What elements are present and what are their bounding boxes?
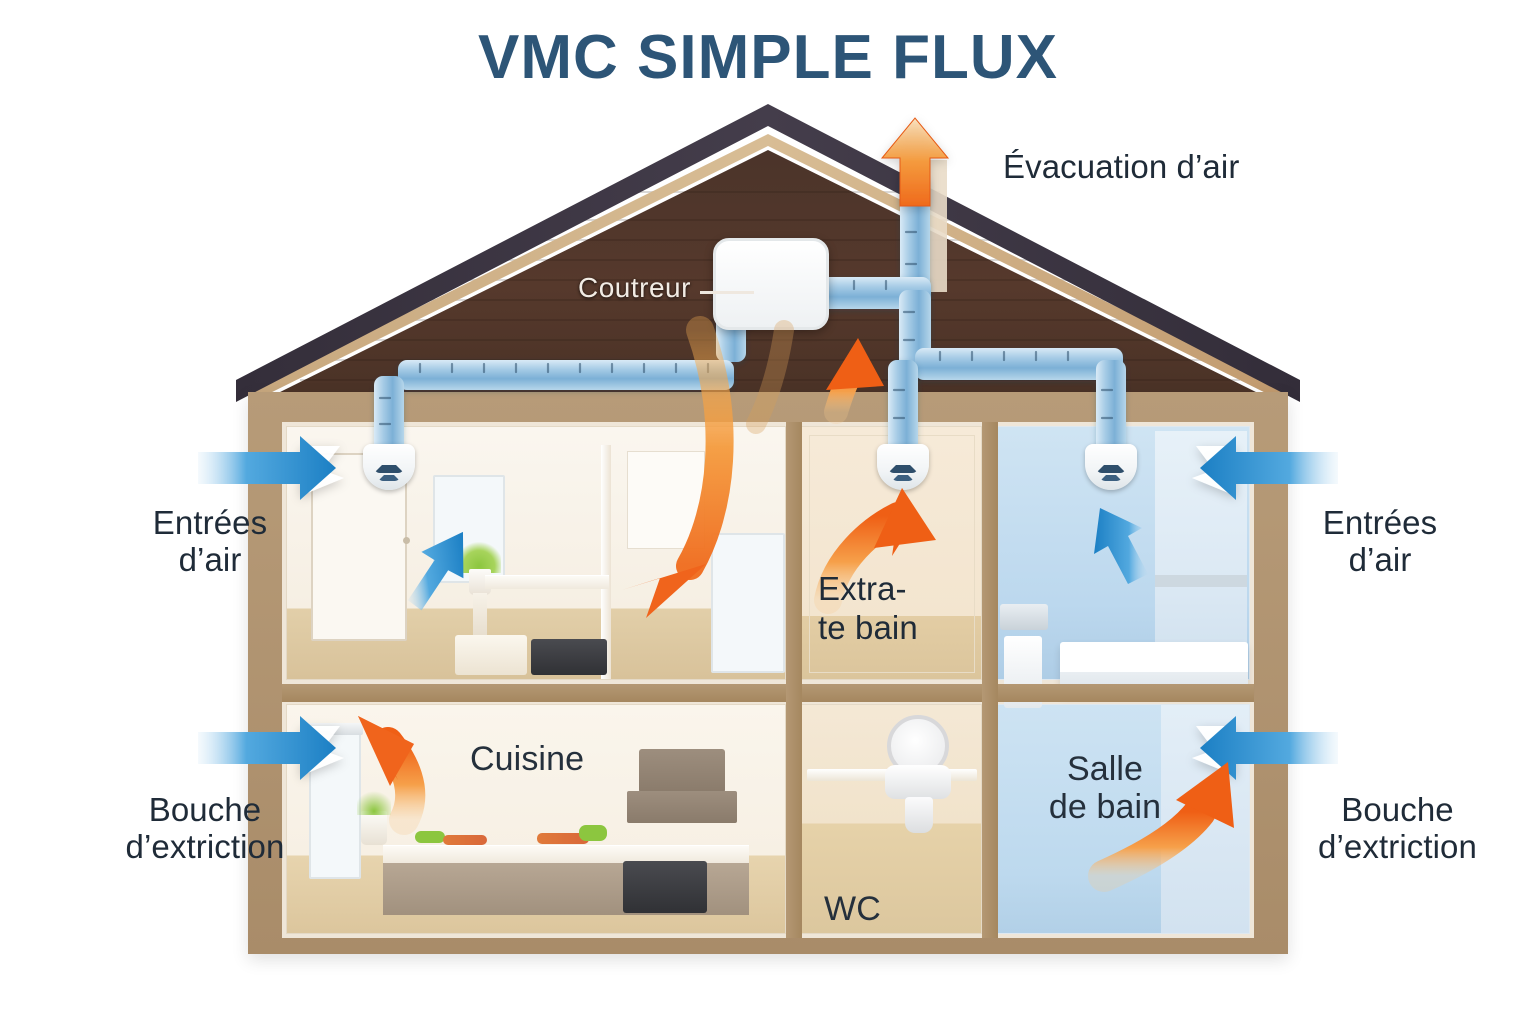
label-bouche-extraction-left: Bouche d’extriction — [125, 791, 285, 865]
duct-roof-exit — [900, 176, 930, 298]
low-cabinet — [455, 635, 527, 675]
door-handle-icon — [403, 537, 410, 544]
arrow-evacuation-roof — [880, 117, 950, 207]
toilet-bowl-icon — [905, 797, 933, 833]
vent-chevron-icon-2 — [892, 469, 914, 482]
kitchen-window-icon — [309, 727, 361, 879]
plant-stand — [473, 593, 487, 645]
vent-chevron-icon — [888, 457, 918, 474]
oven-icon — [623, 861, 707, 913]
range-hood-upper — [639, 749, 725, 793]
wall-divider-2 — [982, 422, 998, 938]
wall-cabinet — [627, 451, 705, 549]
duct-right-run — [915, 348, 1123, 380]
vent-chevron-icon-2 — [1100, 469, 1122, 482]
vent-chevron-icon-2 — [378, 469, 400, 482]
room-living — [286, 426, 786, 680]
label-bouche-extraction-right: Bouche d’extriction — [1318, 791, 1477, 865]
wall-divider-1 — [786, 422, 802, 938]
air-inlet-grille-kitchen — [307, 723, 363, 735]
vmc-unit-caisson[interactable] — [713, 238, 829, 330]
extraction-vent-living[interactable] — [363, 444, 415, 490]
room-wc — [800, 704, 982, 934]
vent-chevron-icon — [1096, 457, 1126, 474]
plant-leaves-icon — [457, 539, 501, 573]
range-hood-icon — [627, 791, 737, 823]
label-room-wc: WC — [824, 890, 881, 928]
kitchen-plant-icon — [357, 789, 391, 815]
bathroom-lower-side-wall — [1161, 705, 1249, 933]
extraction-vent-bathroom[interactable] — [1085, 444, 1137, 490]
duct-left-run — [398, 360, 734, 390]
duct-right-down — [899, 290, 931, 376]
label-extraction-bain: Extra- te bain — [818, 570, 918, 646]
room-kitchen — [286, 704, 786, 934]
label-entrees-air-right: Entrées d’air — [1322, 504, 1438, 578]
label-evacuation-air: Évacuation d’air — [1003, 148, 1240, 185]
kitchen-pot-icon — [361, 811, 387, 845]
partition-wall — [601, 445, 611, 679]
bathroom-side-wall — [1155, 431, 1247, 677]
toilet-cistern-icon — [885, 765, 951, 799]
label-entrees-air-left: Entrées d’air — [152, 504, 268, 578]
label-room-bathroom: Salle de bain — [1048, 750, 1162, 827]
appliance-dark — [531, 639, 607, 675]
carrot-icon — [443, 835, 487, 845]
vegetable-icon — [415, 831, 445, 843]
caisson-leader-line — [700, 291, 754, 294]
label-room-kitchen: Cuisine — [470, 740, 585, 778]
wall-trim — [1155, 575, 1247, 587]
shelf — [485, 575, 609, 589]
floor-divider — [282, 684, 1254, 702]
page-title: VMC SIMPLE FLUX — [478, 23, 1058, 92]
carrot-icon-2 — [537, 833, 589, 844]
kitchen-counter — [383, 845, 749, 863]
extraction-vent-wc[interactable] — [877, 444, 929, 490]
roof-outlet-sleeve — [905, 160, 947, 292]
bathroom-mirror-icon — [1000, 604, 1048, 630]
window-right — [711, 533, 785, 673]
vent-chevron-icon — [374, 457, 404, 474]
vegetable-icon-2 — [579, 825, 607, 841]
caisson-label: Coutreur — [578, 272, 691, 303]
